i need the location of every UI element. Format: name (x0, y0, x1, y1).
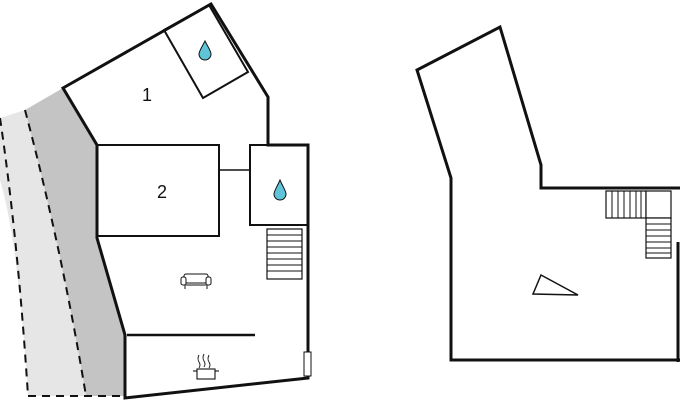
water-drop-icon (198, 39, 212, 61)
terrace-dark-strip (25, 88, 125, 396)
room-label-2: 2 (157, 182, 167, 202)
door-marker (303, 351, 312, 377)
terrace-light-strip (0, 110, 86, 396)
room-label-1: 1 (142, 85, 152, 105)
terrace-dashed-inner (24, 109, 87, 397)
triangle-marker-icon (531, 273, 579, 296)
room-2 (96, 144, 220, 237)
upper-floor-outline (415, 24, 680, 362)
water-drop-icon (273, 178, 287, 201)
terrace-dashed-outer (0, 117, 29, 397)
stairs-icon (605, 190, 672, 259)
sofa-icon (180, 273, 212, 289)
bathroom-2 (249, 144, 309, 226)
bathroom-1 (162, 3, 250, 100)
stairs-icon (266, 228, 303, 280)
terrace-area (0, 88, 125, 397)
cooking-pot-icon (193, 353, 219, 380)
